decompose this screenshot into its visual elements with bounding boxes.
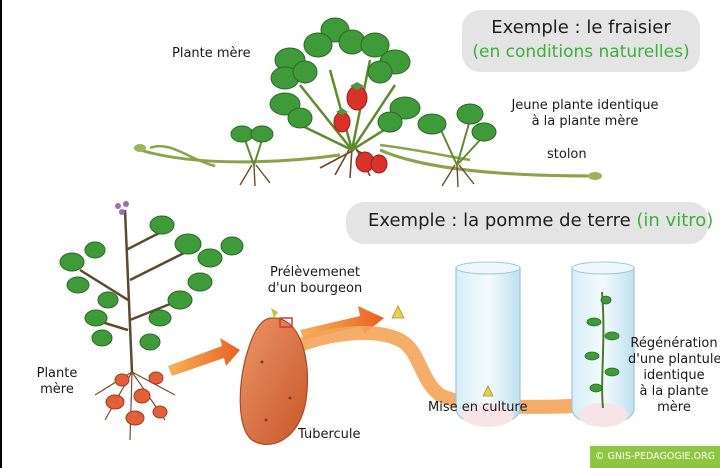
label-prelevement-line1: Prélèvemenet bbox=[260, 265, 370, 281]
label-prelevement-line2: d'un bourgeon bbox=[260, 281, 370, 297]
label-regen-line3: identique bbox=[628, 368, 720, 384]
label-plante-line1: Plante bbox=[32, 366, 82, 382]
label-regeneration: Régénération d'une plantule identique à … bbox=[628, 336, 720, 416]
label-regen-line4: à la plante bbox=[628, 384, 720, 400]
potato-title: Exemple : la pomme de terre bbox=[368, 210, 631, 231]
potato-plant-illustration bbox=[60, 201, 243, 440]
label-jeune-plante: Jeune plante identique à la plante mère bbox=[500, 98, 670, 130]
potato-title-green: (in vitro) bbox=[636, 210, 713, 231]
strawberry-title-box: Exemple : le fraisier (en conditions nat… bbox=[462, 10, 700, 72]
label-jeune-plante-line1: Jeune plante identique bbox=[500, 98, 670, 114]
label-regen-line5: mère bbox=[628, 400, 720, 416]
label-jeune-plante-line2: à la plante mère bbox=[500, 114, 670, 130]
potato-title-box: Exemple : la pomme de terre (in vitro) bbox=[346, 202, 708, 244]
label-prelevement: Prélèvemenet d'un bourgeon bbox=[260, 265, 370, 297]
label-regen-line1: Régénération bbox=[628, 336, 720, 352]
test-tube-2 bbox=[572, 262, 634, 427]
strawberry-subtitle: (en conditions naturelles) bbox=[462, 40, 700, 64]
label-plante-mere-fraisier: Plante mère bbox=[172, 46, 251, 62]
label-tubercule: Tubercule bbox=[298, 427, 361, 443]
label-plante-line2: mère bbox=[32, 382, 82, 398]
label-stolon: stolon bbox=[547, 147, 587, 163]
flow-band bbox=[300, 333, 600, 407]
label-regen-line2: d'une plantule bbox=[628, 352, 720, 368]
label-mise-en-culture: Mise en culture bbox=[428, 400, 528, 416]
label-plante-mere-pomme: Plante mère bbox=[32, 366, 82, 398]
credit-badge[interactable]: © GNIS-PEDAGOGIE.ORG bbox=[590, 446, 720, 468]
strawberry-title: Exemple : le fraisier bbox=[462, 16, 700, 40]
tuber-illustration bbox=[240, 308, 307, 444]
